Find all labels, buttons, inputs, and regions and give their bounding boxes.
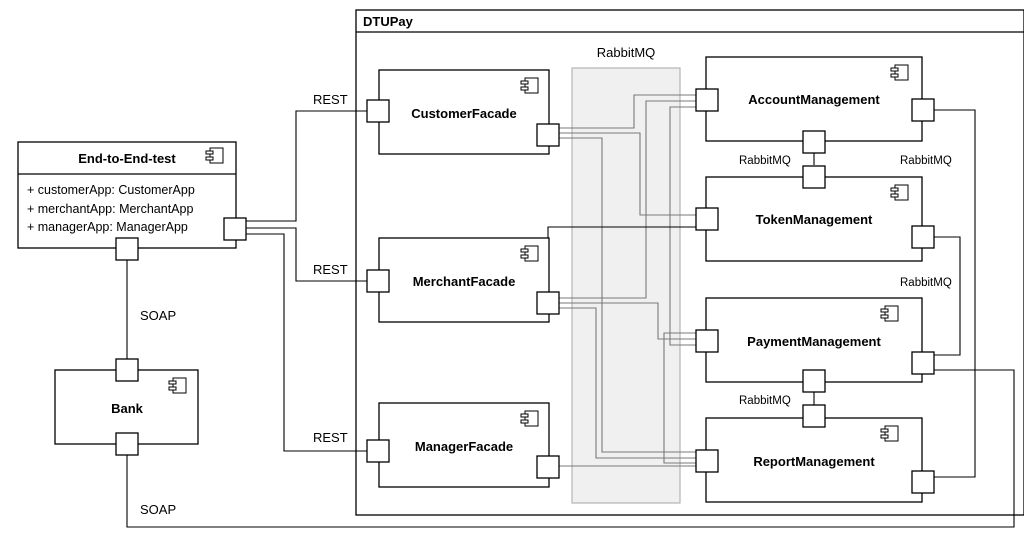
manager-facade-component[interactable]: ManagerFacade: [366, 402, 560, 488]
component-title: ManagerFacade: [415, 439, 513, 454]
test-field: + merchantApp: MerchantApp: [27, 202, 193, 216]
port[interactable]: [115, 358, 139, 382]
payment-management-component[interactable]: PaymentManagement: [695, 297, 935, 393]
port[interactable]: [695, 329, 719, 353]
rabbitmq-label: RabbitMQ: [900, 277, 952, 289]
test-field: + customerApp: CustomerApp: [27, 183, 195, 197]
connection-labels: REST REST REST SOAP SOAP RabbitMQ Rabbit…: [140, 92, 952, 517]
port[interactable]: [366, 269, 390, 293]
component-title: TokenManagement: [756, 212, 873, 227]
component-title: PaymentManagement: [747, 334, 881, 349]
rabbitmq-routes: [559, 94, 696, 467]
port[interactable]: [802, 130, 826, 154]
component-title: MerchantFacade: [413, 274, 516, 289]
port[interactable]: [695, 88, 719, 112]
soap-label: SOAP: [140, 308, 176, 323]
rest-label: REST: [313, 92, 348, 107]
rabbitmq-label: RabbitMQ: [900, 155, 952, 167]
port[interactable]: [366, 99, 390, 123]
port[interactable]: [911, 98, 935, 122]
system-title: DTUPay: [363, 14, 414, 29]
merchant-facade-component[interactable]: MerchantFacade: [366, 237, 560, 323]
port[interactable]: [802, 369, 826, 393]
port[interactable]: [911, 225, 935, 249]
rest-label: REST: [313, 430, 348, 445]
port[interactable]: [911, 351, 935, 375]
port[interactable]: [366, 439, 390, 463]
port[interactable]: [695, 207, 719, 231]
rabbitmq-label: RabbitMQ: [739, 395, 791, 407]
bank-component[interactable]: Bank: [54, 358, 199, 456]
component-title: AccountManagement: [748, 92, 880, 107]
rest-label: REST: [313, 262, 348, 277]
port[interactable]: [115, 432, 139, 456]
port[interactable]: [115, 237, 139, 261]
component-title: ReportManagement: [753, 454, 875, 469]
test-field: + managerApp: ManagerApp: [27, 220, 188, 234]
component-title: Bank: [111, 401, 144, 416]
end-to-end-test-component[interactable]: End-to-End-test + customerApp: CustomerA…: [17, 141, 247, 261]
port[interactable]: [802, 165, 826, 189]
port[interactable]: [536, 455, 560, 479]
port[interactable]: [536, 291, 560, 315]
component-title: CustomerFacade: [411, 106, 516, 121]
account-management-component[interactable]: AccountManagement: [695, 56, 935, 154]
report-management-component[interactable]: ReportManagement: [695, 404, 935, 503]
soap-label: SOAP: [140, 502, 176, 517]
rabbitmq-bus: RabbitMQ: [571, 45, 681, 504]
connection-wires: [126, 109, 1015, 528]
token-management-component[interactable]: TokenManagement: [695, 165, 935, 262]
rabbitmq-bus-area: [571, 67, 681, 504]
port[interactable]: [802, 404, 826, 428]
port[interactable]: [536, 123, 560, 147]
customer-facade-component[interactable]: CustomerFacade: [366, 69, 560, 155]
port[interactable]: [695, 449, 719, 473]
rabbitmq-label: RabbitMQ: [739, 155, 791, 167]
rabbitmq-bus-label: RabbitMQ: [597, 45, 656, 60]
port[interactable]: [223, 217, 247, 241]
port[interactable]: [911, 470, 935, 494]
test-title: End-to-End-test: [78, 151, 176, 166]
